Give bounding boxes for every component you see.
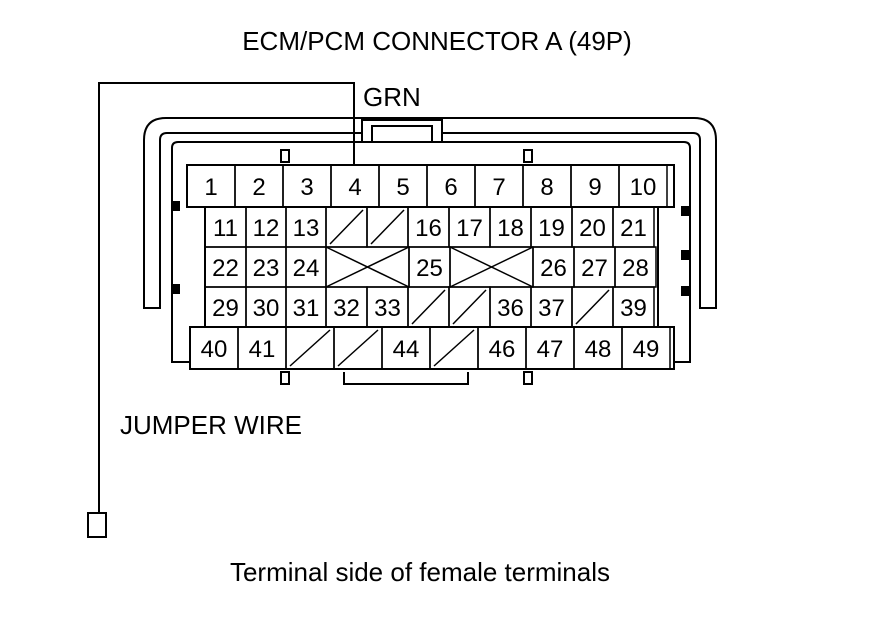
terminal-number: 41 <box>249 336 276 363</box>
terminal-number: 17 <box>456 215 483 242</box>
terminal-number: 18 <box>497 215 524 242</box>
terminal-number: 33 <box>374 295 401 322</box>
terminal-number: 24 <box>293 255 320 282</box>
side-marker-left-lower <box>171 284 180 294</box>
terminal-number: 16 <box>415 215 442 242</box>
terminal-number: 49 <box>633 336 660 363</box>
terminal-number: 23 <box>253 255 280 282</box>
terminal-number: 11 <box>213 215 238 242</box>
guide-key-top-right <box>523 149 533 163</box>
side-marker-right-mid <box>681 250 690 260</box>
terminal-number: 9 <box>588 174 601 201</box>
empty-cavity-mark <box>337 329 379 367</box>
terminal-number: 10 <box>630 174 657 201</box>
empty-cavity-mark <box>411 289 446 325</box>
jumper-wire-probe <box>87 512 107 538</box>
jumper-wire-line <box>98 82 355 513</box>
empty-cavity-mark <box>449 246 534 288</box>
terminal-number: 21 <box>620 215 647 242</box>
side-marker-left-upper <box>171 201 180 211</box>
terminal-number: 30 <box>253 295 280 322</box>
side-marker-right-lower <box>681 286 690 296</box>
caption: Terminal side of female terminals <box>230 557 610 587</box>
terminal-row-1-frame <box>186 164 675 208</box>
terminal-number: 36 <box>497 295 524 322</box>
terminal-number: 6 <box>444 174 457 201</box>
terminal-number: 40 <box>201 336 228 363</box>
empty-cavity-mark <box>370 209 405 245</box>
jumper-wire-label: JUMPER WIRE <box>120 410 302 440</box>
empty-cavity-mark <box>452 289 487 325</box>
terminal-number: 7 <box>492 174 505 201</box>
terminal-number: 47 <box>537 336 564 363</box>
terminal-number: 44 <box>393 336 420 363</box>
terminal-cell <box>621 326 671 370</box>
terminal-number: 31 <box>293 295 320 322</box>
terminal-number: 37 <box>538 295 565 322</box>
terminal-number: 2 <box>252 174 265 201</box>
terminal-number: 32 <box>333 295 360 322</box>
terminal-number: 48 <box>585 336 612 363</box>
empty-cavity-mark <box>289 329 331 367</box>
terminal-number: 28 <box>622 255 649 282</box>
empty-cavity-mark <box>325 246 410 288</box>
terminal-number: 27 <box>581 255 608 282</box>
side-marker-right-upper <box>681 206 690 216</box>
terminal-number: 3 <box>300 174 313 201</box>
empty-cavity-mark <box>575 289 610 325</box>
terminal-number: 39 <box>620 295 647 322</box>
guide-key-bottom-left <box>280 371 290 385</box>
terminal-number: 22 <box>212 255 239 282</box>
terminal-number: 26 <box>540 255 567 282</box>
diagram-title: ECM/PCM CONNECTOR A (49P) <box>242 26 632 56</box>
terminal-number: 20 <box>579 215 606 242</box>
terminal-number: 8 <box>540 174 553 201</box>
terminal-number: 19 <box>538 215 565 242</box>
terminal-number: 46 <box>489 336 516 363</box>
terminal-number: 4 <box>348 174 361 201</box>
terminal-number: 5 <box>396 174 409 201</box>
empty-cavity-mark <box>433 329 475 367</box>
terminal-number: 13 <box>293 215 320 242</box>
empty-cavity-mark <box>329 209 364 245</box>
terminal-number: 25 <box>416 255 443 282</box>
terminal-number: 29 <box>212 295 239 322</box>
guide-key-top-left <box>280 149 290 163</box>
terminal-number: 1 <box>204 174 217 201</box>
terminal-block-middle-frame <box>204 206 659 328</box>
bottom-latch <box>343 372 469 385</box>
terminal-number: 12 <box>253 215 280 242</box>
wire-color-label: GRN <box>363 82 421 112</box>
guide-key-bottom-right <box>523 371 533 385</box>
connector-housing-outer <box>143 117 717 309</box>
